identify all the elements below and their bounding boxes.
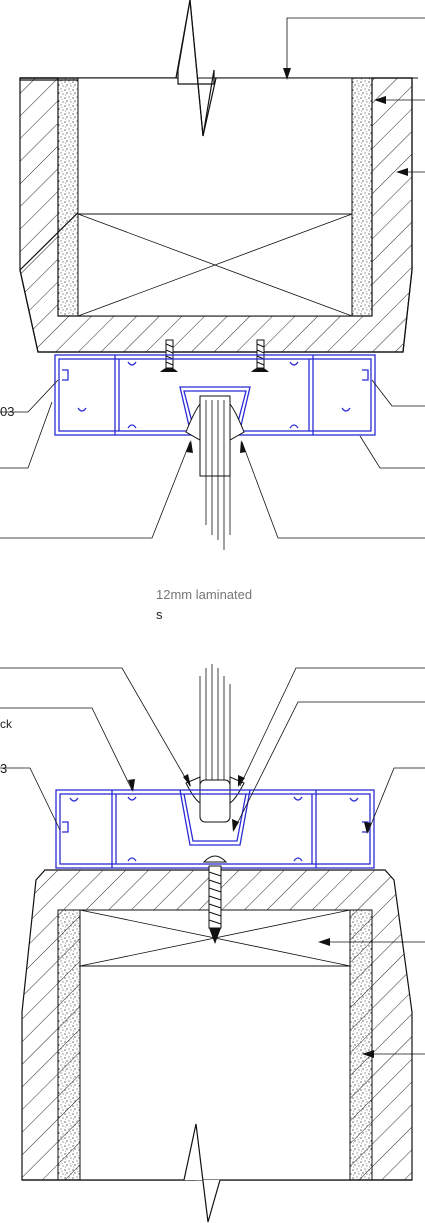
- top-detail: [19, 0, 418, 353]
- bottom-insulation-left: [57, 909, 81, 1181]
- screw-icon: [251, 339, 269, 372]
- bottom-insulation-right: [349, 909, 373, 1181]
- callout-label-03: 03: [0, 404, 15, 419]
- top-aluminium-profile: [54, 354, 376, 436]
- bottom-glass-panel: [185, 664, 245, 823]
- screw-icon: [160, 339, 178, 372]
- screw-icon: [202, 855, 228, 944]
- top-leaders: [0, 17, 425, 539]
- callout-label-ck: ck: [0, 717, 12, 731]
- glass-note-line2: s: [156, 607, 163, 622]
- bottom-break-line: [183, 1123, 221, 1223]
- glass-note-line1: 12mm laminated: [156, 587, 253, 602]
- bottom-leaders: [0, 667, 425, 1058]
- top-glass-panel: [185, 395, 245, 550]
- top-insulation-left: [57, 77, 79, 317]
- callout-label-3: 3: [0, 761, 8, 776]
- bottom-detail: [21, 869, 413, 1223]
- top-insulation-right: [351, 77, 373, 317]
